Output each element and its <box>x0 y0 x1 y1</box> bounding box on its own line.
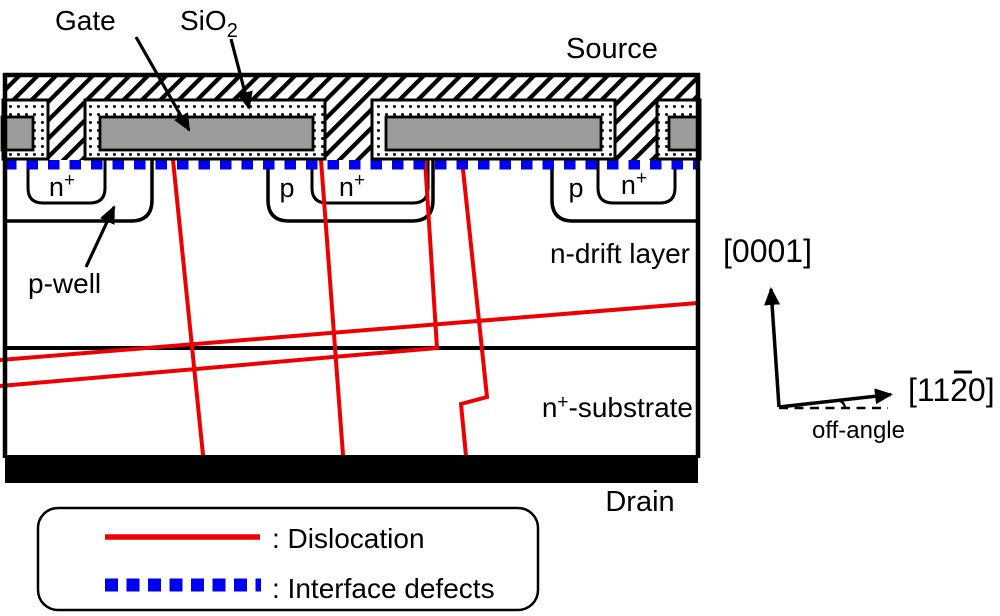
p-well-outlines <box>3 159 700 223</box>
p-label-middle: p <box>279 173 294 203</box>
p-well-middle <box>266 159 435 223</box>
n-drift-label: n-drift layer <box>550 238 690 269</box>
n-plus-left <box>26 159 107 205</box>
sio2-label-sub: 2 <box>227 20 238 42</box>
c-axis-label: [0001] <box>723 233 812 269</box>
dislocation-1 <box>171 158 205 457</box>
crystal-axes: [0001] [1120] off-angle <box>723 233 995 444</box>
legend-interface-defects-label: : Interface defects <box>272 573 495 604</box>
off-angle-label: off-angle <box>812 417 905 444</box>
source-label: Source <box>566 33 658 65</box>
gate-electrode-3 <box>667 115 702 152</box>
drain-metal <box>5 455 698 483</box>
gate-electrode-1 <box>98 115 315 152</box>
legend-dislocation-label: : Dislocation <box>272 523 425 554</box>
n-plus-label-middle: n+ <box>339 170 365 202</box>
legend: : Dislocation : Interface defects <box>36 506 540 612</box>
semiconductor-body <box>5 160 698 456</box>
sio2-arrow <box>229 38 253 110</box>
a-axis-label: [1120] <box>908 372 995 408</box>
n-plus-label-right: n+ <box>621 168 647 200</box>
gate-arrow <box>134 36 191 132</box>
p-well-label: p-well <box>28 268 101 299</box>
dislocation-lines <box>0 158 700 458</box>
p-well-arrow <box>84 205 116 268</box>
gate-electrode-2 <box>384 115 603 152</box>
a-axis-arrow <box>778 388 893 409</box>
dislocation-2 <box>319 158 345 457</box>
legend-box <box>36 506 540 612</box>
sio2-label: SiO2 <box>180 5 238 42</box>
p-label-right: p <box>568 173 583 203</box>
dislocation-5-basal <box>0 301 700 362</box>
gate-label: Gate <box>55 5 116 36</box>
dislocation-4-stepped <box>458 158 490 458</box>
drain-label: Drain <box>605 486 674 518</box>
dislocation-3-bent <box>0 158 440 388</box>
c-axis-arrow <box>764 287 781 408</box>
off-angle-arc <box>837 399 847 408</box>
p-well-left <box>3 159 154 223</box>
n-plus-label-left: n+ <box>49 170 75 202</box>
annotation-arrows <box>84 36 253 268</box>
substrate-label: n+-substrate <box>542 392 693 423</box>
device-border <box>2 72 701 458</box>
n-plus-right <box>596 159 677 205</box>
sio2-label-main: SiO <box>180 5 227 36</box>
p-well-right <box>550 159 700 223</box>
